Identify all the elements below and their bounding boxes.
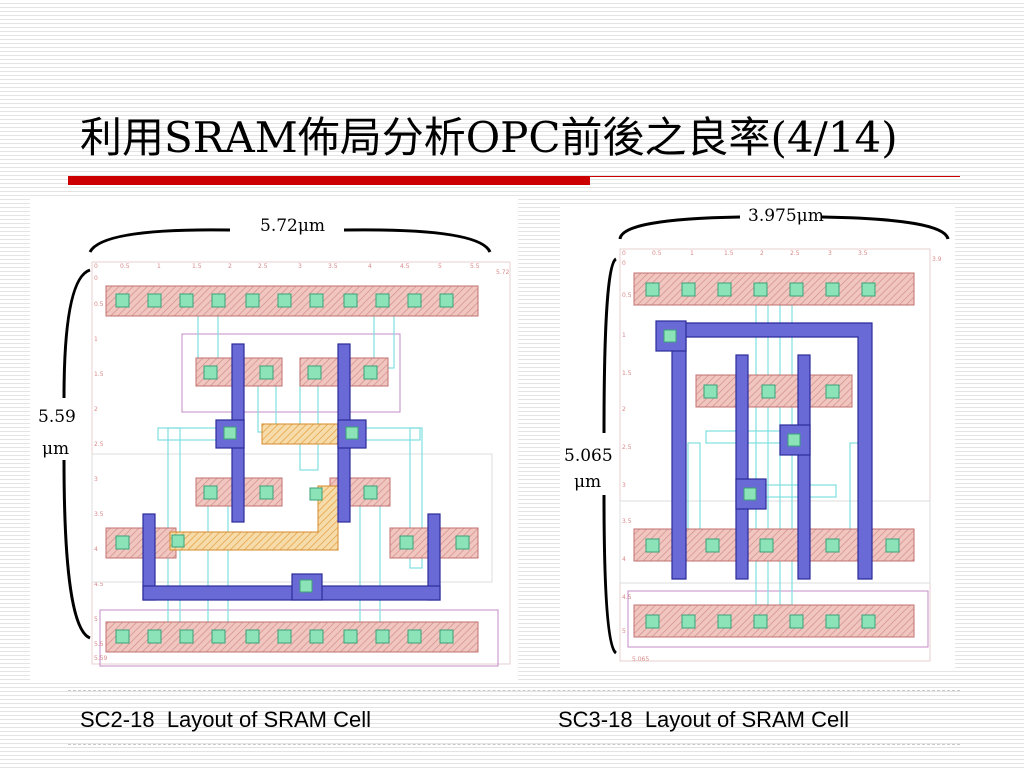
right-caption: SC3-18 Layout of SRAM Cell: [558, 707, 850, 732]
caption-separator-top: [68, 690, 960, 691]
svg-text:4.5: 4.5: [94, 581, 104, 588]
right-via-contacts: [663, 329, 801, 501]
svg-text:0.5: 0.5: [120, 263, 130, 270]
svg-text:0.5: 0.5: [652, 250, 662, 257]
svg-text:0.5: 0.5: [622, 292, 632, 299]
svg-text:1.5: 1.5: [724, 250, 734, 257]
svg-text:0: 0: [622, 260, 626, 267]
svg-text:2.5: 2.5: [622, 444, 632, 451]
svg-text:5.5: 5.5: [94, 641, 104, 648]
svg-text:3: 3: [94, 476, 98, 483]
svg-text:3: 3: [298, 263, 302, 270]
right-contacts: [645, 282, 900, 629]
left-via-contacts: [171, 426, 359, 593]
svg-text:4.5: 4.5: [400, 263, 410, 270]
svg-text:4: 4: [94, 546, 98, 553]
right-height-value: 5.065: [564, 446, 613, 466]
caption-separator-bottom: [68, 744, 960, 745]
svg-text:1.5: 1.5: [622, 370, 632, 377]
svg-text:1.5: 1.5: [94, 371, 104, 378]
svg-text:5.065: 5.065: [632, 656, 649, 663]
svg-text:1: 1: [690, 250, 694, 257]
svg-text:0: 0: [94, 263, 98, 270]
svg-text:4.5: 4.5: [622, 594, 632, 601]
svg-text:2: 2: [228, 263, 232, 270]
svg-text:1.5: 1.5: [192, 263, 202, 270]
svg-text:1: 1: [157, 263, 161, 270]
svg-text:5: 5: [94, 616, 98, 623]
svg-text:3.5: 3.5: [858, 250, 868, 257]
sc2-18-layout-drawing: 5.72μm 5.59 μm 0 0.5 1 1.5 2 2.5 3 3.5 4…: [38, 216, 511, 667]
right-gates: [655, 320, 873, 580]
svg-text:3.5: 3.5: [328, 263, 338, 270]
svg-text:1: 1: [94, 336, 98, 343]
svg-text:5.72: 5.72: [496, 269, 510, 276]
left-width-label: 5.72μm: [260, 216, 325, 236]
svg-text:5.59: 5.59: [94, 655, 108, 662]
right-x-ticks: 0 0.5 1 1.5 2 2.5 3 3.5 3.9: [622, 250, 942, 263]
svg-text:2.5: 2.5: [258, 263, 268, 270]
right-y-ticks: 0 0.5 1 1.5 2 2.5 3 3.5 4 4.5 5 5.065: [622, 260, 649, 663]
svg-text:3: 3: [622, 482, 626, 489]
svg-text:0: 0: [94, 275, 98, 282]
svg-text:3.5: 3.5: [622, 518, 632, 525]
svg-text:2.5: 2.5: [94, 441, 104, 448]
svg-text:3.5: 3.5: [94, 511, 104, 518]
sc2-18-layout-figure: 5.72μm 5.59 μm 0 0.5 1 1.5 2 2.5 3 3.5 4…: [30, 198, 518, 680]
left-x-ticks: 0 0.5 1 1.5 2 2.5 3 3.5 4 4.5 5 5.5 5.72: [94, 263, 510, 276]
svg-text:5: 5: [438, 263, 442, 270]
left-caption: SC2-18 Layout of SRAM Cell: [80, 707, 372, 732]
right-height-unit: μm: [574, 472, 601, 492]
svg-text:1: 1: [622, 332, 626, 339]
sc3-18-layout-figure: 3.975μm 5.065 μm 0 0.5 1 1.5 2 2.5 3 3.5…: [560, 205, 955, 668]
svg-text:2: 2: [94, 406, 98, 413]
svg-text:3.9: 3.9: [932, 256, 942, 263]
title-underline-red: [68, 176, 590, 185]
left-contacts: [115, 293, 470, 644]
right-width-label: 3.975μm: [748, 206, 824, 226]
svg-text:5.5: 5.5: [470, 263, 480, 270]
svg-text:2: 2: [622, 406, 626, 413]
left-height-value: 5.59: [38, 407, 76, 427]
svg-text:0: 0: [622, 250, 626, 257]
title-underline-thin: [590, 176, 960, 177]
svg-text:0.5: 0.5: [94, 301, 104, 308]
svg-text:2.5: 2.5: [790, 250, 800, 257]
svg-text:4: 4: [622, 556, 626, 563]
left-y-ticks: 0 0.5 1 1.5 2 2.5 3 3.5 4 4.5 5 5.5 5.59: [94, 275, 108, 662]
svg-text:5: 5: [622, 628, 626, 635]
left-height-unit: μm: [42, 439, 69, 459]
slide-title: 利用SRAM佈局分析OPC前後之良率(4/14): [80, 113, 898, 162]
sc3-18-layout-drawing: 3.975μm 5.065 μm 0 0.5 1 1.5 2 2.5 3 3.5…: [564, 206, 950, 663]
svg-text:4: 4: [368, 263, 372, 270]
svg-text:2: 2: [760, 250, 764, 257]
svg-text:3: 3: [828, 250, 832, 257]
